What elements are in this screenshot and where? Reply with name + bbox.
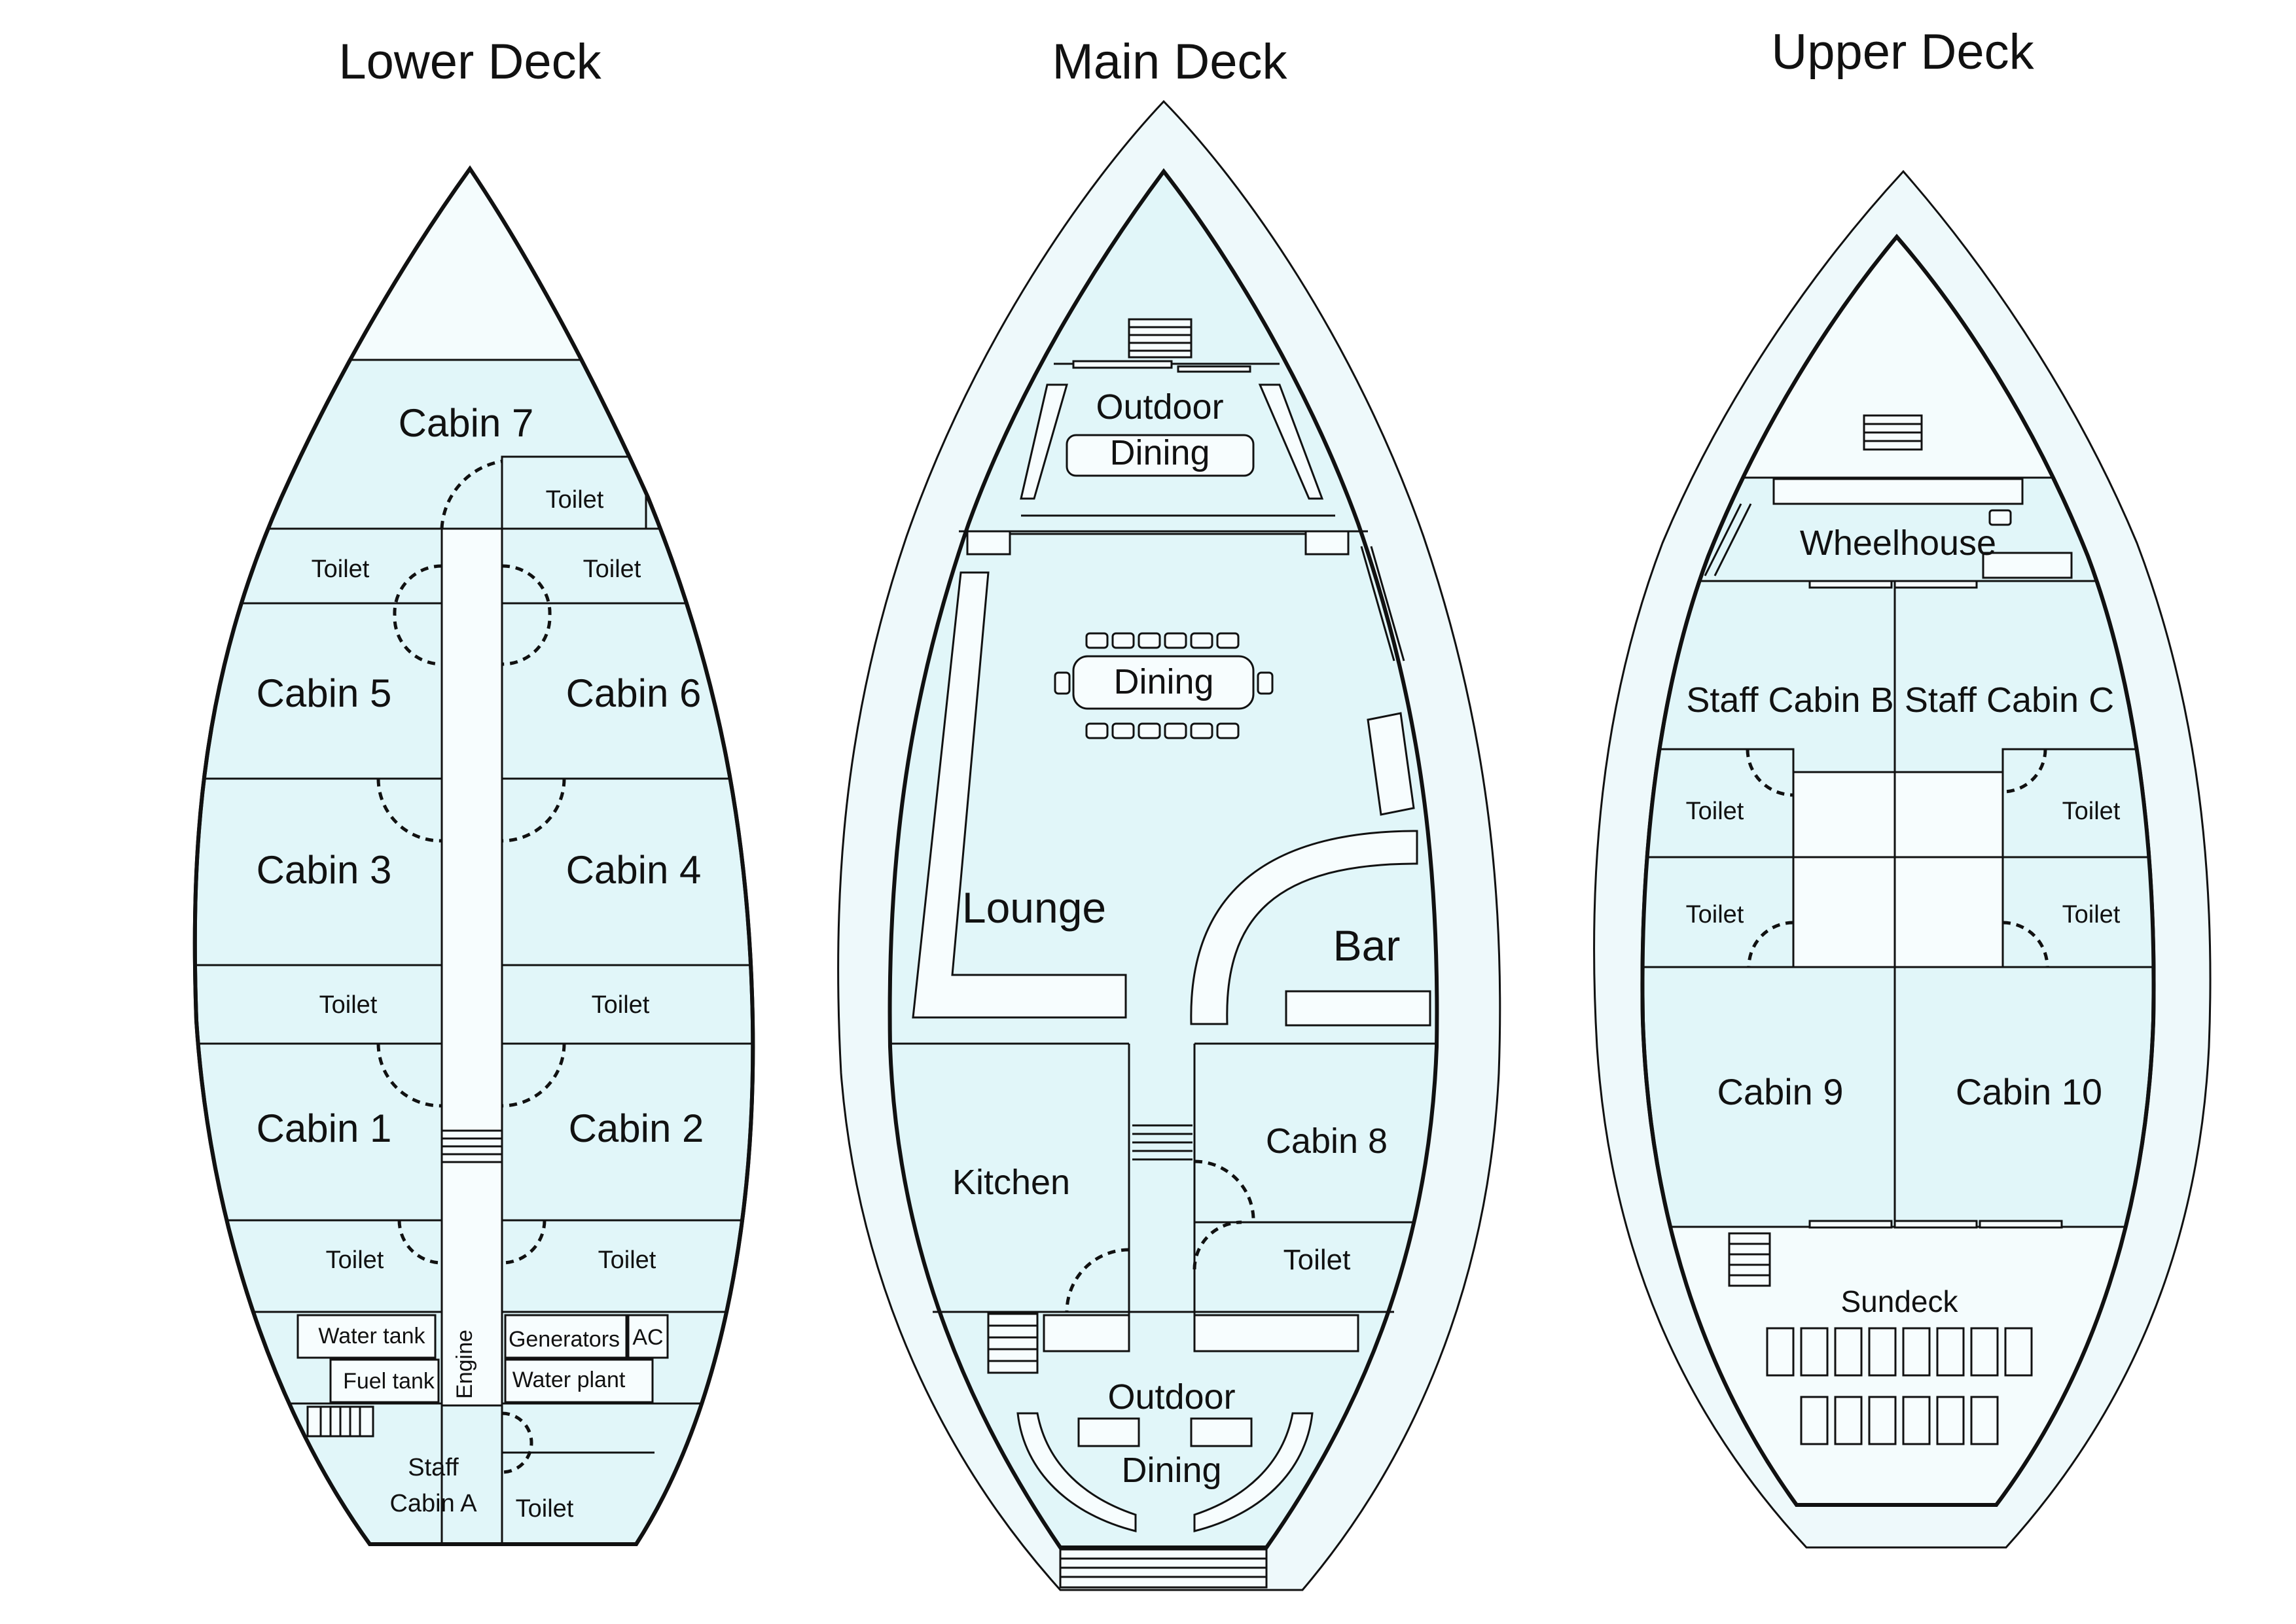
dining-table-icon <box>1054 632 1274 739</box>
generators-box <box>504 1314 628 1359</box>
cabin-7-label: Cabin 7 <box>399 401 534 445</box>
outdoor-label: Outdoor <box>1107 1377 1235 1417</box>
dining-label: Dining <box>1109 433 1210 472</box>
staff-cabin-b-label: Staff Cabin B <box>1686 680 1893 720</box>
toilet-label: Toilet <box>583 556 641 583</box>
staff-cabin-a-label: Cabin A <box>389 1490 477 1517</box>
water-plant-label: Water plant <box>512 1368 626 1392</box>
toilet-label: Toilet <box>546 486 604 514</box>
wheelhouse-label: Wheelhouse <box>1800 523 1996 563</box>
upper-bow-stairs-icon <box>1863 414 1923 451</box>
toilet-label: Toilet <box>598 1246 656 1274</box>
cabin-9-label: Cabin 9 <box>1717 1071 1843 1112</box>
sun-loungers-icon <box>1766 1327 2033 1445</box>
cabin-5-label: Cabin 5 <box>257 671 392 715</box>
fuel-tank-label: Fuel tank <box>343 1369 435 1394</box>
cabin-10-label: Cabin 10 <box>1956 1071 2102 1112</box>
toilet-label: Toilet <box>326 1246 384 1274</box>
cabin-1-label: Cabin 1 <box>257 1106 392 1150</box>
toilet-label: Toilet <box>1686 798 1744 825</box>
staff-cabin-c-label: Staff Cabin C <box>1905 680 2114 720</box>
water-tank-box <box>296 1314 437 1359</box>
outdoor-label: Outdoor <box>1096 387 1223 427</box>
upper-aft-stairs-icon <box>1728 1232 1771 1287</box>
toilet-label: Toilet <box>1283 1244 1351 1276</box>
fuel-tank-box <box>329 1358 440 1403</box>
water-tank-label: Water tank <box>318 1324 425 1349</box>
toilet-label: Toilet <box>312 556 370 583</box>
generators-label: Generators <box>509 1327 620 1352</box>
lounge-label: Lounge <box>962 883 1106 932</box>
ac-box <box>627 1314 669 1359</box>
toilet-label: Toilet <box>592 991 650 1019</box>
dining-label: Dining <box>1121 1451 1221 1490</box>
sundeck-label: Sundeck <box>1840 1284 1958 1318</box>
engine-label: Engine <box>452 1330 477 1399</box>
main-bow-stairs-icon <box>1128 318 1193 359</box>
ac-label: AC <box>632 1325 663 1350</box>
lower-stairs-icon <box>442 1129 502 1163</box>
toilet-label: Toilet <box>2062 798 2121 825</box>
dining-label: Dining <box>1113 662 1213 701</box>
lower-aft-stairs-icon <box>306 1405 374 1438</box>
lower-deck: Lower Deck <box>192 34 755 1546</box>
main-deck: Main Deck <box>837 34 1501 1591</box>
toilet-label: Toilet <box>1686 901 1744 928</box>
cabin-8-label: Cabin 8 <box>1266 1121 1388 1161</box>
upper-deck-title: Upper Deck <box>1771 24 2034 80</box>
main-deck-title: Main Deck <box>1052 34 1288 90</box>
main-stern-steps-icon <box>1059 1548 1268 1589</box>
kitchen-label: Kitchen <box>952 1163 1070 1202</box>
upper-deck: Upper Deck <box>1593 24 2212 1549</box>
toilet-label: Toilet <box>516 1495 574 1523</box>
bar-label: Bar <box>1333 921 1401 970</box>
lower-deck-title: Lower Deck <box>338 34 601 90</box>
cabin-4-label: Cabin 4 <box>566 848 702 892</box>
staff-cabin-a-label: Staff <box>408 1454 459 1481</box>
water-plant-box <box>504 1358 654 1403</box>
toilet-label: Toilet <box>2062 901 2121 928</box>
cabin-2-label: Cabin 2 <box>569 1106 704 1150</box>
toilet-label: Toilet <box>319 991 378 1019</box>
cabin-3-label: Cabin 3 <box>257 848 392 892</box>
main-aft-stairs-icon <box>987 1313 1039 1374</box>
cabin-6-label: Cabin 6 <box>566 671 702 715</box>
main-stairs-icon <box>1132 1124 1193 1161</box>
